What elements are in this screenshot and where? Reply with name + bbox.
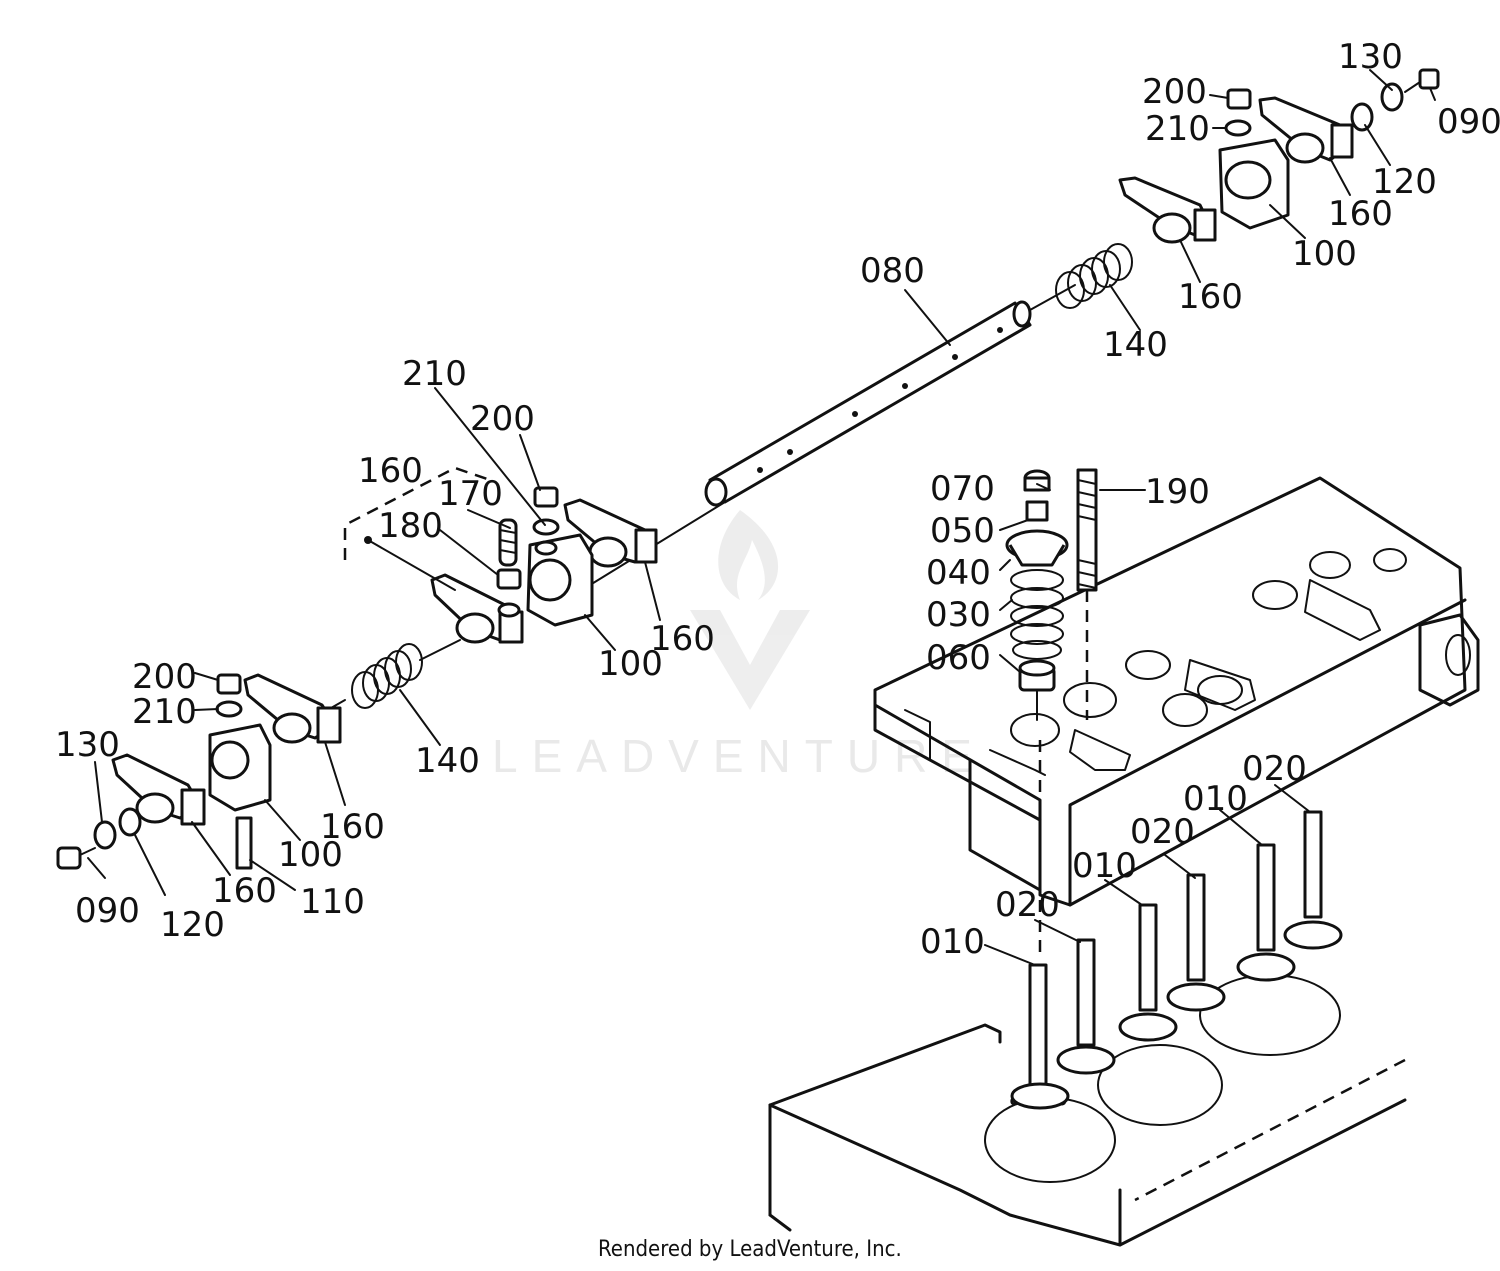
callout-040: 040 [926, 553, 991, 593]
callout-210: 210 [132, 692, 197, 732]
valve-spring [1010, 569, 1064, 660]
callout-190: 190 [1145, 472, 1210, 512]
callout-090: 090 [75, 891, 140, 931]
callout-020: 020 [1242, 749, 1307, 789]
callout-100: 100 [1292, 234, 1357, 274]
callout-200: 200 [1142, 72, 1207, 112]
rocker-group-middle [343, 466, 658, 644]
callout-130: 130 [55, 725, 120, 765]
callout-010: 010 [1183, 779, 1248, 819]
watermark-logo-icon [690, 510, 810, 710]
stud-190 [1076, 468, 1098, 720]
callout-020: 020 [1130, 812, 1195, 852]
callout-210: 210 [402, 354, 467, 394]
callout-160: 160 [320, 807, 385, 847]
engine-block [768, 974, 1407, 1247]
callout-160: 160 [650, 619, 715, 659]
callout-200: 200 [470, 399, 535, 439]
callout-160: 160 [1328, 194, 1393, 234]
callout-200: 200 [132, 657, 197, 697]
valve-spring-assembly [1005, 469, 1069, 721]
callout-labels: 130 200 090 210 120 160 100 080 160 140 … [55, 37, 1500, 962]
callout-090: 090 [1437, 102, 1500, 142]
callout-120: 120 [1372, 162, 1437, 202]
valve-010-a [1010, 963, 1070, 1110]
callout-170: 170 [438, 474, 503, 514]
callout-060: 060 [926, 638, 991, 678]
cylinder-head [873, 476, 1480, 907]
callout-050: 050 [930, 511, 995, 551]
rocker-group-right [1055, 68, 1440, 309]
callout-160: 160 [212, 871, 277, 911]
callout-100: 100 [278, 835, 343, 875]
spring-140-lower [351, 643, 423, 709]
callout-010: 010 [1072, 846, 1137, 886]
footer-credit: Rendered by LeadVenture, Inc. [598, 1237, 902, 1262]
callout-130: 130 [1338, 37, 1403, 77]
callout-140: 140 [415, 741, 480, 781]
rocker-group-left [56, 639, 461, 870]
leader-lines [87, 69, 1436, 966]
callout-070: 070 [930, 469, 995, 509]
watermark-text: LEADVENTURE [492, 730, 986, 782]
callout-110: 110 [300, 882, 365, 922]
callout-080: 080 [860, 251, 925, 291]
callout-160: 160 [1178, 277, 1243, 317]
callout-160: 160 [358, 451, 423, 491]
rocker-shaft [589, 284, 1076, 586]
callout-140: 140 [1103, 325, 1168, 365]
callout-120: 120 [160, 905, 225, 945]
spring-140-upper [1055, 243, 1133, 309]
valve-020-b [1166, 873, 1226, 1012]
valve-010-b [1118, 903, 1178, 1042]
valve-020-a [1056, 938, 1116, 1075]
valves [1010, 740, 1343, 1110]
valve-010-c [1236, 843, 1296, 982]
callout-180: 180 [378, 506, 443, 546]
valve-020-c [1283, 810, 1343, 950]
callout-210: 210 [1145, 109, 1210, 149]
callout-030: 030 [926, 595, 991, 635]
callout-010: 010 [920, 922, 985, 962]
callout-100: 100 [598, 644, 663, 684]
callout-020: 020 [995, 885, 1060, 925]
